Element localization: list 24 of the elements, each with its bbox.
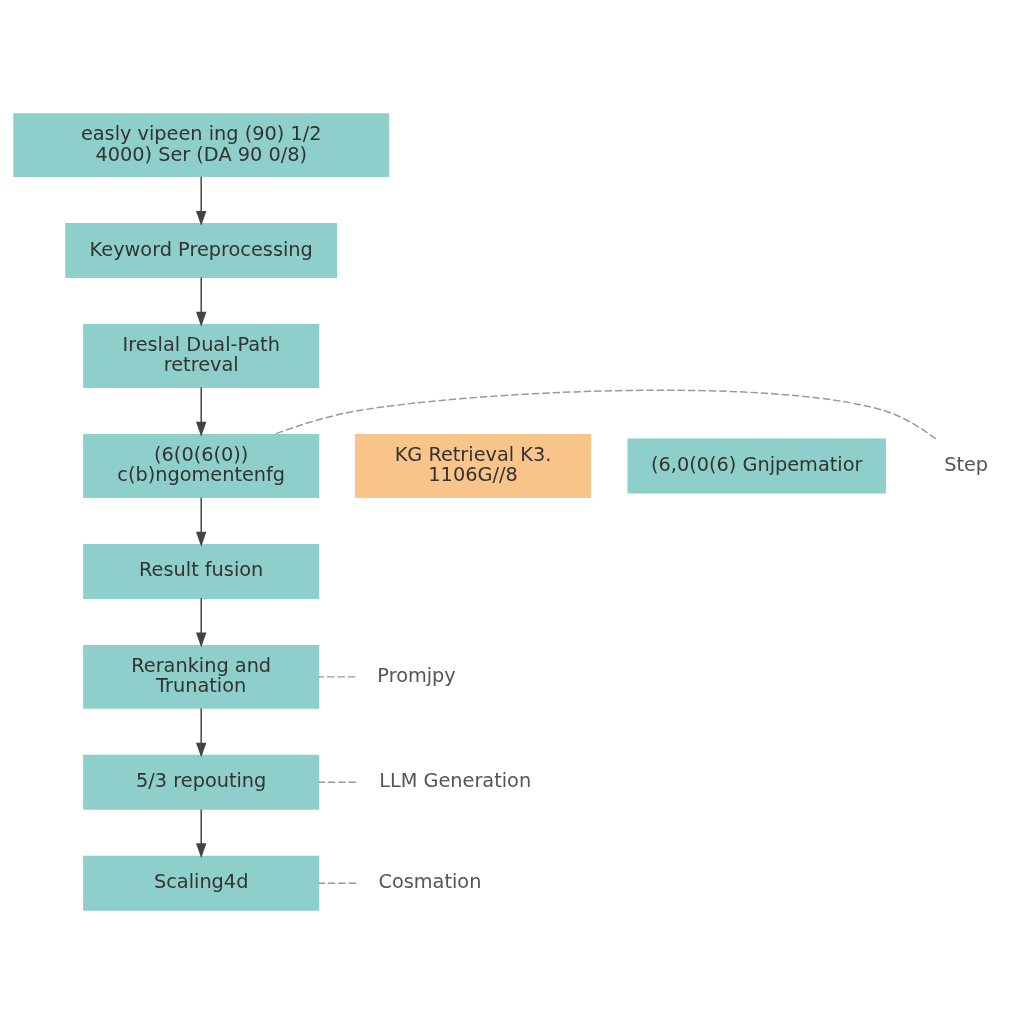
node-text: Cosmation (378, 870, 482, 894)
node-box: (6,0(0(6) Gnjpematior (627, 438, 886, 494)
arrow (196, 176, 207, 226)
connector (317, 676, 357, 678)
arrow (196, 276, 207, 327)
node-box: 5/3 repouting (83, 754, 320, 810)
arrow (196, 707, 207, 758)
node-box: easly vipeen ing (90) 1/2 4000) Ser (DA 90 0/8) (13, 113, 390, 178)
arrow (196, 597, 207, 648)
node-text: LLM Generation (379, 769, 532, 793)
connector (317, 882, 357, 885)
node-box: (6(0(6(0)) c(b)ngomentenfg (83, 434, 320, 498)
connector (318, 781, 357, 784)
node-box: Scaling4d (83, 855, 320, 911)
arrow (196, 808, 207, 859)
node-box: Ireslal Dual-Path retreval (83, 324, 320, 388)
node-text: Step (944, 453, 989, 477)
node-text: Promjpy (377, 663, 456, 687)
arrow (196, 496, 207, 547)
node-box: KG Retrieval K3. 1106G//8 (354, 434, 592, 498)
node-box: Keyword Preprocessing (65, 223, 338, 279)
node-box: Result fusion (83, 543, 320, 599)
arrow (196, 386, 207, 437)
node-box: Reranking and Trunation (83, 644, 320, 709)
